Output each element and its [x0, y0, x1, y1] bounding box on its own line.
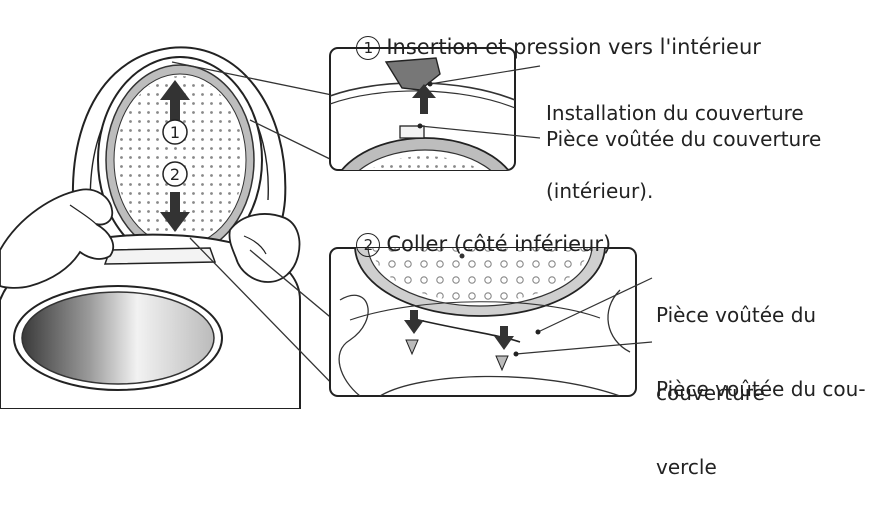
right-hand: [228, 213, 301, 283]
connector-line: [171, 61, 333, 96]
callout-leader: [537, 277, 653, 333]
callout-leader: [429, 65, 541, 85]
callout-lid-arch-line2: couverture: [656, 381, 765, 405]
arrow-up-icon: [160, 80, 190, 120]
callout-lid-install: Installation du couverture (intérieur).: [546, 48, 804, 230]
step-2-title-text: Coller (côté inférieur): [386, 232, 612, 256]
step-1-number: 1: [356, 36, 381, 60]
callout-cover-arch-line1: Pièce voûtée du cou-: [656, 377, 866, 401]
step-2-number: 2: [356, 233, 381, 257]
detail-panel-2: [329, 247, 637, 397]
callout-lid-arch-line1: Pièce voûtée du: [656, 303, 817, 327]
callout-leader: [515, 341, 653, 355]
callout-lid-install-line2: (intérieur).: [546, 179, 654, 203]
callout-cover-arch-line2: vercle: [656, 455, 717, 479]
callout-leader: [419, 125, 541, 139]
connector-line: [189, 237, 341, 393]
callout-cover-arch: Pièce voûtée du cou- vercle: [656, 324, 866, 506]
detail-arrow-up-icon: [412, 84, 436, 114]
detail-arrow-down-icon: [404, 310, 514, 350]
arrow-down-icon: [160, 192, 190, 232]
main-arrow-label-1: 1: [170, 123, 180, 142]
diagram-canvas: 1 2: [0, 46, 653, 409]
callout-arched-part: Pièce voûtée du couverture: [546, 127, 822, 151]
callout-lid-arch: Pièce voûtée du couverture: [656, 250, 816, 432]
step-1-title-text: Insertion et pression vers l'intérieur: [386, 35, 761, 59]
left-hand: [0, 188, 115, 289]
rice-cooker-illustration: 1 2: [0, 46, 301, 409]
connector-line: [249, 119, 333, 161]
detail-panel-1: [329, 47, 516, 171]
main-arrow-label-2: 2: [170, 165, 180, 184]
callout-lid-install-line1: Installation du couverture: [546, 101, 804, 125]
